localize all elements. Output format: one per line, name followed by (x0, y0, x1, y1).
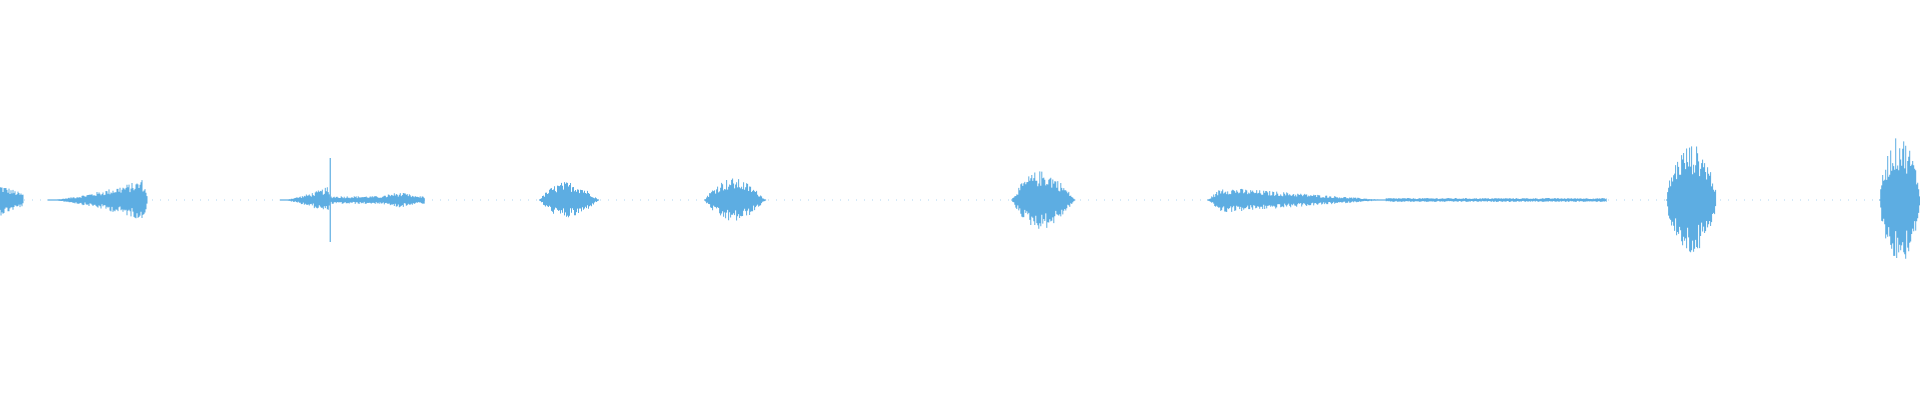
waveform-segment (1666, 146, 1717, 253)
waveform-segment (0, 187, 24, 216)
waveform-segment (1207, 188, 1387, 212)
waveform-segment (1385, 198, 1607, 202)
waveform-segment (47, 180, 148, 219)
waveform-segment (1879, 138, 1920, 259)
waveform-segment (279, 187, 330, 210)
waveform-segment (539, 182, 599, 218)
waveform-segment (704, 178, 767, 221)
waveform-segment (375, 193, 425, 208)
waveform-channel (0, 138, 1920, 259)
waveform-segment (1011, 171, 1076, 229)
